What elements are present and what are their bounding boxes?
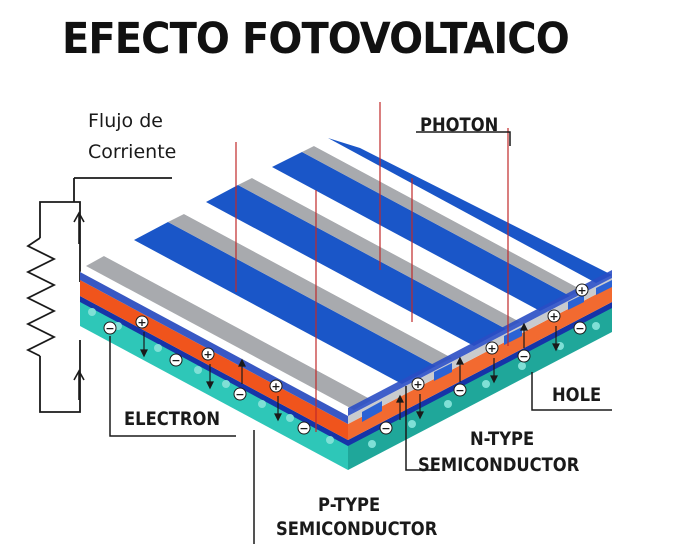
electron-symbol: − [381,422,390,435]
electron-symbol: − [299,422,308,435]
strip-3 [238,152,570,329]
electron-charge: − [103,321,117,335]
hole-symbol: + [577,284,586,297]
n-type-label-line1: N-TYPE [470,428,535,450]
hole-charge: + [547,309,561,323]
p-type-label-line1: P-TYPE [318,494,381,516]
photon-rays [235,102,509,432]
hole-charge: + [411,377,425,391]
electron-symbol: − [519,350,528,363]
hole-label: HOLE [552,384,602,406]
electron-charge: − [297,421,311,435]
photon-label: PHOTON [420,114,499,136]
hole-symbol: + [413,378,422,391]
hole-symbol: + [271,380,280,393]
resistor-zigzag [25,237,57,357]
electron-label: ELECTRON [124,408,221,430]
current-flow-label-line2: Corriente [88,141,177,163]
electron-symbol: − [171,354,180,367]
hole-charge: + [575,283,589,297]
hole-charge: + [269,379,283,393]
electron-symbol: − [235,388,244,401]
n-type-label-line2: SEMICONDUCTOR [418,454,580,476]
current-flow-label: Flujo de Corriente [88,106,176,168]
surface-strips [80,138,612,424]
hole-charge: + [201,347,215,361]
strip-4 [302,138,612,296]
carrier-motion-arrows [140,322,560,422]
hole-symbol: + [203,348,212,361]
current-flow-label-line1: Flujo de [88,110,163,132]
electron-charge: − [169,353,183,367]
current-arrow-up-bottom [73,369,85,400]
electron-symbol: − [105,322,114,335]
strip-1 [86,222,436,410]
external-circuit [25,177,172,413]
strip-2 [168,185,506,366]
page-title: EFECTO FOTOVOLTAICO [62,14,570,64]
electron-charge: − [573,321,587,335]
electron-symbol: − [575,322,584,335]
electron-charge: − [233,387,247,401]
hole-charge: + [135,315,149,329]
p-type-layer-front [80,300,348,470]
p-layer-pores [88,308,600,448]
n-type-layer-side [348,286,612,440]
electron-symbol: − [455,384,464,397]
hole-symbol: + [487,342,496,355]
electron-charge: − [379,421,393,435]
hole-charge: + [485,341,499,355]
electron-charge: − [453,383,467,397]
hole-symbol: + [549,310,558,323]
label-leaders [109,131,612,544]
hole-symbol: + [137,316,146,329]
electron-charge: − [517,349,531,363]
p-type-layer-side [348,306,612,470]
current-arrow-up-top [73,211,85,244]
junction-front [80,296,348,446]
p-type-label-line2: SEMICONDUCTOR [276,518,438,540]
charge-carriers: − + − + − + − − + − + − + − + [103,283,589,435]
